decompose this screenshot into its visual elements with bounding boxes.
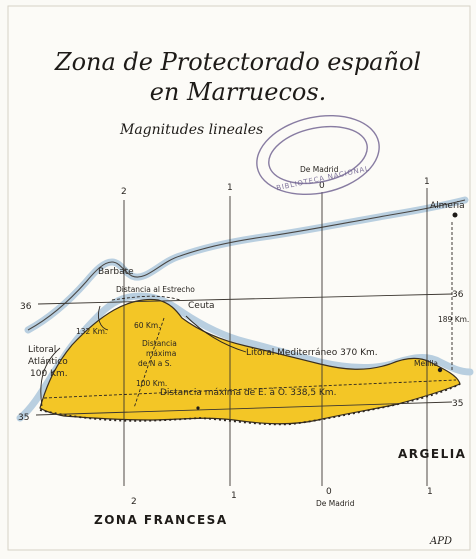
parallel-lines <box>35 293 453 416</box>
meridian-bottom-0: 0 <box>326 487 332 497</box>
meridian-top-1-east: 1 <box>424 177 430 187</box>
almeria-marker <box>452 212 458 218</box>
measure-ns-line3: de N a S. <box>138 359 172 368</box>
strait-measure-line <box>111 295 181 301</box>
signature: APD <box>429 536 452 547</box>
meridian-bottom-1: 1 <box>231 491 237 501</box>
atlantic-leader <box>40 347 61 407</box>
melilla-marker <box>437 367 443 373</box>
zone-center-dot <box>196 406 200 410</box>
east-west-line <box>43 379 457 399</box>
place-ceuta: Ceuta <box>188 301 215 311</box>
protectorate-zone <box>39 298 461 425</box>
mediterranean-leader <box>185 315 247 353</box>
map-title-line1: Zona de Protectorado español <box>54 48 421 76</box>
measure-60: 60 Km. <box>134 321 161 330</box>
parallel-35 <box>35 401 453 416</box>
meridian-bottom-1-east: 1 <box>427 487 433 497</box>
measure-189: 189 Km. <box>438 315 469 324</box>
meridian-bottom-2: 2 <box>131 497 137 507</box>
parallel-left-36: 36 <box>20 302 32 312</box>
southern-border <box>39 383 461 426</box>
measure-mediterranean: Litoral Mediterráneo 370 Km. <box>246 348 378 358</box>
place-melilla: Melilla <box>414 359 438 368</box>
meridian-origin-bottom: De Madrid <box>316 499 355 508</box>
meridian-lines <box>123 188 428 486</box>
place-barbate: Barbate <box>98 267 134 277</box>
measure-132: 132 Km. <box>76 327 107 336</box>
meridian-top-1: 1 <box>227 183 233 193</box>
north-south-line <box>133 317 165 409</box>
measure-ns-line4: 100 Km. <box>136 379 167 388</box>
meridian-origin-top: De Madrid <box>300 165 339 174</box>
parallel-left-35: 35 <box>18 413 29 423</box>
parallel-right-36: 36 <box>452 290 464 300</box>
map-title-line2: en Marruecos. <box>150 78 327 106</box>
map-subtitle: Magnitudes lineales <box>119 122 263 138</box>
parallel-right-35: 35 <box>452 399 463 409</box>
parallel-36 <box>37 293 453 305</box>
place-french-zone: ZONA FRANCESA <box>94 513 228 527</box>
measure-132-leader <box>97 305 109 331</box>
meridian-top-0: 0 <box>319 181 325 191</box>
place-almeria: Almeria <box>430 201 465 211</box>
measure-ns-line1: Distancia <box>142 339 177 348</box>
measure-east-west: Distancia máxima de E. á O. 338,5 Km. <box>160 388 336 398</box>
measure-strait: Distancia al Estrecho <box>116 285 195 294</box>
meridian-top-2: 2 <box>121 187 127 197</box>
measure-atlantic-line1: Litoral <box>28 345 56 355</box>
measure-ns-line2: máxima <box>146 349 176 358</box>
measure-atlantic-line3: 100 Km. <box>30 369 68 379</box>
place-algeria: ARGELIA <box>398 447 466 461</box>
measure-atlantic-line2: Atlántico <box>28 357 68 367</box>
